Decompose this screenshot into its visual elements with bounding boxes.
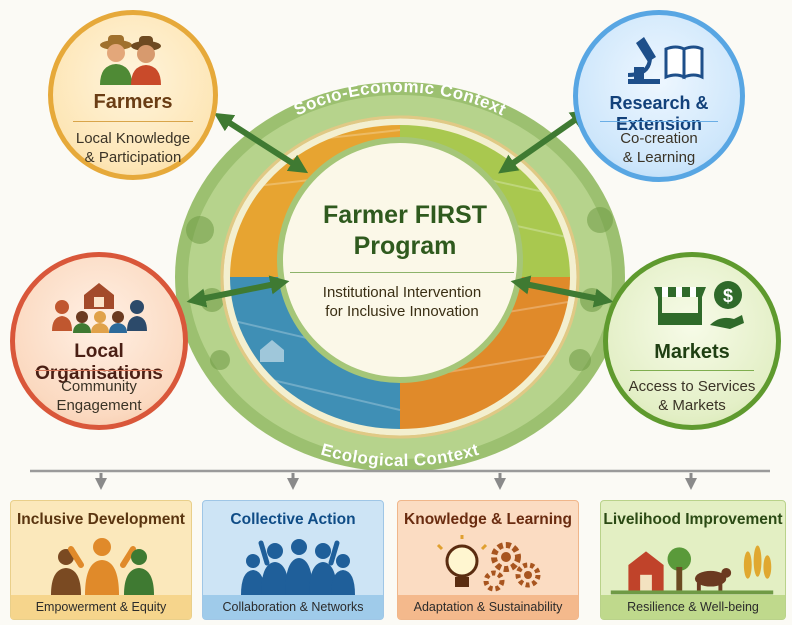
outcome-title: Inclusive Development [17,511,185,528]
farmers-title: Farmers [93,91,173,113]
outcome-knowledge-learning: Knowledge & Learning Adaptation & Sustai… [397,500,579,620]
arrow-local-orgs [186,275,290,308]
divider [35,370,163,371]
outcome-footer: Empowerment & Equity [11,595,191,619]
divider [73,121,193,122]
outcome-title: Knowledge & Learning [404,511,572,528]
outcome-collective-action: Collective Action Collaboration & Networ… [202,500,384,620]
center-title: Farmer FIRST Program [323,201,487,260]
farmers-subtitle: Local Knowledge & Participation [75,130,191,166]
node-farmers: Farmers Local Knowledge & Participation [48,10,218,180]
divider [630,370,754,371]
microscope-book-icon [627,37,704,84]
group-icon [241,539,355,595]
farm-icon [610,545,774,595]
farmers-icon [100,35,161,85]
outcome-title: Collective Action [230,511,356,528]
outcome-livelihood-improvement: Livelihood Improvement Resilience & Well… [600,500,786,620]
research-title: Research & Extension [609,93,709,134]
arrow-markets [510,275,614,308]
svg-text:$: $ [723,286,733,306]
markets-title: Markets [654,341,730,363]
center-subtitle: Institutional Intervention for Inclusive… [322,284,482,320]
outcome-footer: Resilience & Well-being [601,595,785,619]
arrow-farmers [213,112,309,174]
research-subtitle: Co-creation & Learning [620,130,698,166]
markets-subtitle: Access to Services & Markets [628,378,756,414]
outcome-title: Livelihood Improvement [603,511,783,528]
local-orgs-title: Local Organisations [35,341,163,384]
node-local-organisations: Local Organisations Community Engagement [10,252,188,430]
node-research: Research & Extension Co-creation & Learn… [573,10,745,182]
node-markets: $ Markets Access to Services & Markets [603,252,781,430]
outcome-footer: Adaptation & Sustainability [398,595,578,619]
divider [600,121,718,122]
center-divider [290,272,514,273]
lightbulb-gears-icon [436,535,541,592]
community-icon [52,283,147,333]
outcome-footer: Collaboration & Networks [203,595,383,619]
arrow-research [498,109,590,174]
market-stall-icon: $ [654,281,744,329]
local-orgs-subtitle: Community Engagement [56,378,142,414]
outcome-inclusive-development: Inclusive Development Empowerment & Equi… [10,500,192,620]
people-icon [51,538,154,595]
center-disc [277,137,523,383]
